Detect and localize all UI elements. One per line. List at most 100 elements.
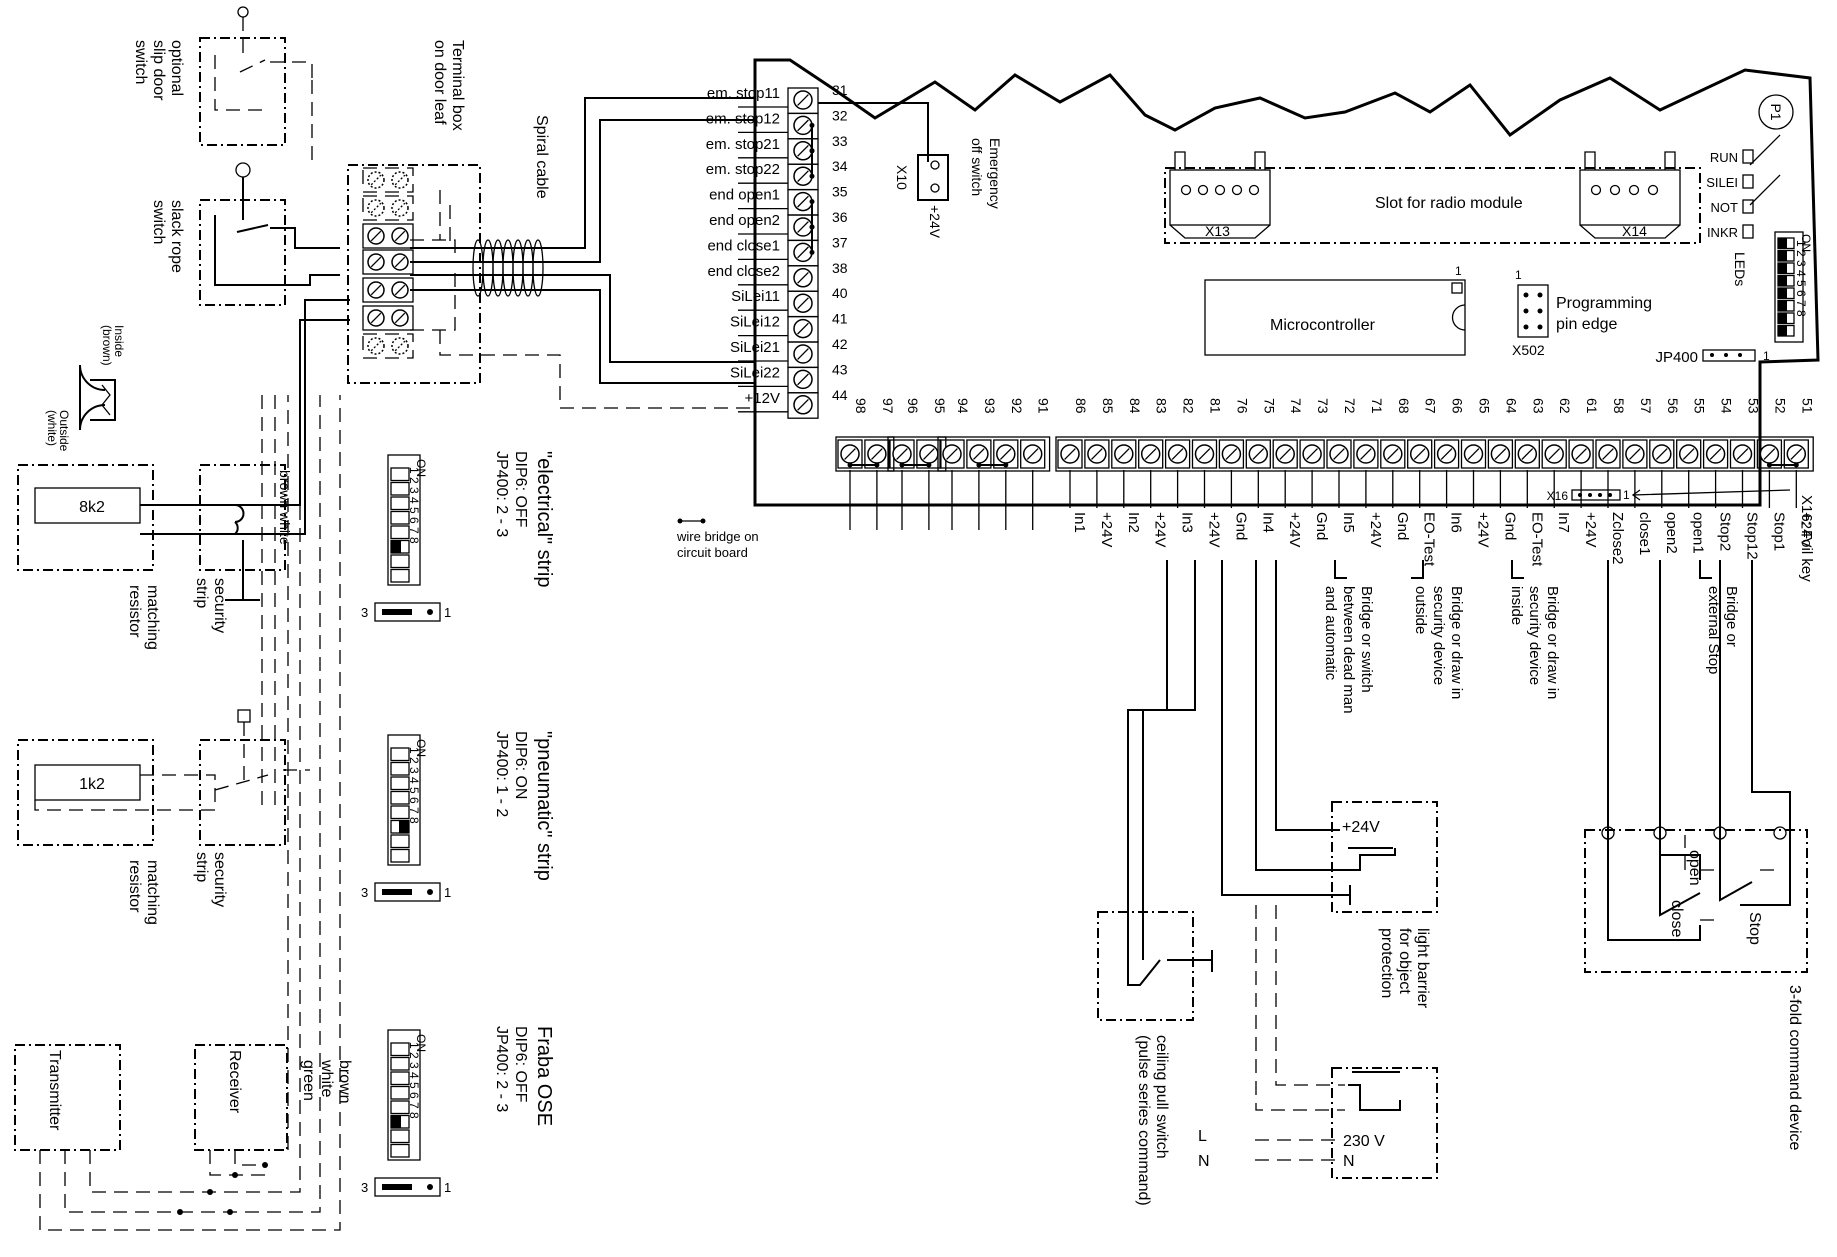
bottom-terminal-label-52: Stop1 bbox=[1770, 512, 1787, 551]
door-terminal-2 bbox=[362, 195, 414, 221]
bottom-terminal-number-83: 83 bbox=[1154, 398, 1170, 414]
slack-rope-label-1: slack rope bbox=[168, 200, 185, 273]
terminal-number-38: 38 bbox=[832, 260, 848, 276]
dip-panel-title-2: "pneumatic" strip bbox=[533, 731, 555, 881]
bottom-terminal-screw-86 bbox=[1060, 444, 1080, 464]
wire-green-label: green bbox=[300, 1060, 317, 1101]
terminal-label-34: em. stop22 bbox=[706, 161, 780, 178]
bottom-terminal-label-66: In6 bbox=[1448, 512, 1465, 533]
dip-panel-jp400-1: JP400: 2 - 3 bbox=[493, 451, 510, 537]
terminal-screw-35 bbox=[793, 191, 813, 212]
line-label: L bbox=[1198, 1128, 1207, 1145]
bottom-terminal-number-58: 58 bbox=[1611, 398, 1627, 414]
light-barrier-label-2: for object bbox=[1396, 928, 1413, 994]
bottom-terminal-screw-84 bbox=[1114, 444, 1134, 464]
bridge-outside-label-1: Bridge or draw in bbox=[1448, 586, 1465, 699]
terminal-screw-41 bbox=[793, 318, 813, 339]
led-silei: SILEI bbox=[1706, 174, 1754, 190]
terminal-screw-44 bbox=[793, 395, 813, 415]
door-terminal-screw-b-6 bbox=[391, 309, 409, 327]
bottom-terminal-screw-85 bbox=[1087, 444, 1107, 464]
bottom-terminal-screw-82 bbox=[1167, 444, 1188, 464]
bottom-terminal-91: 91 bbox=[1020, 398, 1052, 530]
bottom-terminal-screw-91 bbox=[1022, 444, 1043, 464]
bottom-terminal-screw-66 bbox=[1436, 444, 1457, 464]
bottom-terminal-screw-68 bbox=[1383, 444, 1403, 464]
terminal-screw-34 bbox=[793, 166, 813, 186]
p1-label: P1 bbox=[1768, 103, 1784, 120]
bottom-terminal-label-68: Gnd bbox=[1394, 512, 1411, 540]
terminal-box-door-leaf: Terminal box on door leaf bbox=[347, 40, 481, 384]
dip-panel-jumper-right-2: 1 bbox=[444, 885, 451, 900]
dip-panel-jumper-left-1: 3 bbox=[361, 605, 368, 620]
microcontroller-pin-label: 1 bbox=[1455, 264, 1462, 278]
bottom-terminal-number-86: 86 bbox=[1073, 398, 1089, 414]
bottom-terminal-number-53: 53 bbox=[1746, 398, 1762, 414]
bottom-terminal-screw-64 bbox=[1490, 444, 1511, 464]
bottom-terminal-number-75: 75 bbox=[1261, 398, 1277, 414]
command-open-label: open bbox=[1686, 850, 1703, 886]
slip-door-switch: optional slip door switch bbox=[132, 6, 313, 146]
bottom-terminal-screw-96 bbox=[892, 444, 912, 464]
foil-key-label: X16: Foil key bbox=[1798, 495, 1815, 582]
radio-slot-label: Slot for radio module bbox=[1375, 195, 1523, 212]
inside-label-2: (brown) bbox=[100, 325, 114, 366]
bottom-terminal-label-83: +24V bbox=[1152, 512, 1169, 547]
dip-panel-jumper-right-1: 1 bbox=[444, 605, 451, 620]
board-dip-on-label: ON bbox=[1799, 234, 1813, 252]
door-terminal-screw-b-5 bbox=[391, 281, 409, 299]
bottom-terminal-label-82: In3 bbox=[1179, 512, 1196, 533]
matching-resistor-1-label-1: matching bbox=[144, 585, 161, 650]
door-terminal-screw-a-3 bbox=[367, 227, 385, 245]
wire-bridge-legend: wire bridge on circuit board bbox=[676, 518, 759, 560]
transmitter-label: Transmitter bbox=[46, 1050, 63, 1131]
programming-label-2: pin edge bbox=[1556, 316, 1617, 333]
terminal-number-32: 32 bbox=[832, 107, 848, 123]
dip-panel-jumper-left-2: 3 bbox=[361, 885, 368, 900]
leds-label: LEDs bbox=[1732, 252, 1748, 286]
bottom-terminal-screw-57 bbox=[1625, 444, 1645, 464]
dip-panel-numbers-2: 1 2 3 4 5 6 7 8 bbox=[407, 747, 421, 824]
bottom-terminal-screw-73 bbox=[1302, 444, 1322, 464]
bottom-terminal-screw-97 bbox=[867, 444, 887, 464]
bottom-terminal-label-76: Gnd bbox=[1232, 512, 1249, 540]
inside-outside-symbol: Inside (brown) Outside (white) bbox=[45, 325, 126, 452]
bottom-terminal-screw-94 bbox=[942, 444, 962, 464]
slip-door-label-3: switch bbox=[132, 40, 149, 84]
jp400-jumper: JP400 1 bbox=[1655, 349, 1770, 366]
bottom-terminal-number-81: 81 bbox=[1208, 398, 1224, 414]
terminal-label-44: +12V bbox=[745, 390, 780, 407]
bottom-terminal-number-98: 98 bbox=[853, 398, 869, 414]
bottom-terminal-label-84: In2 bbox=[1125, 512, 1142, 533]
bridge-outside-label-3: outside bbox=[1412, 586, 1429, 634]
bottom-terminal-number-51: 51 bbox=[1799, 398, 1815, 414]
door-terminal-screw-a-4 bbox=[367, 253, 385, 271]
ceiling-switch-label-2: (pulse series command) bbox=[1135, 1035, 1152, 1206]
bridge-notes: Bridge or switch between dead man and au… bbox=[1322, 560, 1740, 714]
board-dip-switch: ON1 2 3 4 5 6 7 8 bbox=[1774, 231, 1813, 343]
bottom-terminal-51: 51+24V bbox=[1783, 398, 1815, 547]
bottom-terminal-label-73: Gnd bbox=[1313, 512, 1330, 540]
led-label-run: RUN bbox=[1710, 150, 1738, 165]
bottom-terminal-83: 83 +24V bbox=[1138, 398, 1170, 547]
resistor-1k2-label: 1k2 bbox=[79, 776, 105, 793]
bottom-terminal-label-85: +24V bbox=[1098, 512, 1115, 547]
bottom-terminal-label-55: open1 bbox=[1690, 512, 1707, 554]
matching-resistor-2-label-2: resistor bbox=[126, 860, 143, 913]
terminal-number-31: 31 bbox=[832, 82, 848, 98]
terminal-label-43: SiLei22 bbox=[730, 364, 780, 381]
led-label-not: NOT bbox=[1711, 200, 1739, 215]
